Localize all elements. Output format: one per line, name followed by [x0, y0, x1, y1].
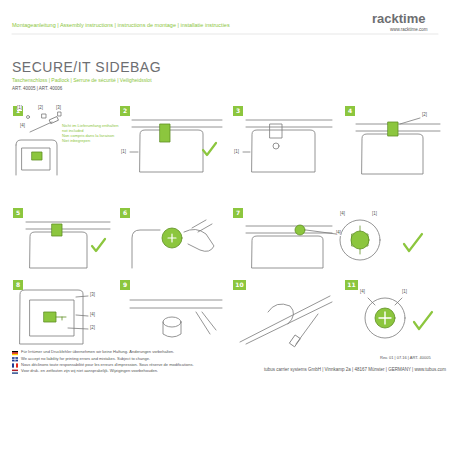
step-number: 8 [16, 282, 20, 288]
step-number-box: 4 [345, 106, 355, 116]
disclaimer-text: We accept no liability for printing erro… [21, 357, 150, 361]
step-number: 11 [347, 282, 355, 288]
step-number: 5 [16, 210, 20, 216]
callout-number: [1] [372, 212, 377, 217]
callout-number: [4] [340, 212, 345, 217]
note-text: Niet inbegrepen [62, 139, 90, 143]
disclaimer-text: Voor druk- en zetfouten zijn wij niet aa… [21, 369, 158, 373]
step-number: 10 [235, 282, 243, 288]
step-number: 4 [348, 108, 352, 114]
brand-logo: racktime [372, 12, 425, 26]
step-number-box: 11 [345, 280, 358, 290]
step-number: 2 [123, 108, 127, 114]
callout-number: [2] [38, 106, 43, 111]
step-number: 6 [123, 210, 127, 216]
note-text: Non compris dans la livraison [62, 134, 114, 138]
disclaimer-text: Nous déclinons toute responsabilité pour… [21, 363, 194, 367]
callout-number: [3] [90, 293, 95, 298]
header-text: Montageanleitung | Assembly instructions… [12, 22, 230, 28]
step-number-box: 5 [13, 208, 23, 218]
callout-number: [3] [56, 106, 61, 111]
callout-number: [1] [234, 150, 239, 155]
step-number-box: 10 [233, 280, 246, 290]
sheet-title: SECURE/IT SIDEBAG [12, 60, 161, 75]
callout-number: [1] [17, 106, 22, 111]
revision-text: Rev. 01 | 07.16 | ART. 40005 [380, 356, 431, 360]
disclaimer-text: Für Irrtümer und Druckfehler übernehmen … [21, 350, 174, 354]
article-number: ART. 40005 | ART. 40006 [12, 87, 62, 92]
step-number-box: 7 [233, 208, 243, 218]
subtitle: Taschenschloss | Padlock | Serrure de sé… [12, 78, 152, 84]
step-number-box: 8 [13, 280, 23, 290]
step-number-box: 2 [120, 106, 130, 116]
step-number: 7 [236, 210, 240, 216]
website: www.racktime.com [390, 28, 428, 33]
callout-number: [1] [402, 290, 407, 295]
step-number-box: 9 [120, 280, 130, 290]
note-text: not included [62, 129, 84, 133]
callout-number: [4] [90, 313, 95, 318]
callout-number: [4] [360, 290, 365, 295]
callout-number: [2] [90, 326, 95, 331]
step-number-box: 3 [233, 106, 243, 116]
callout-number: [4] [20, 124, 25, 129]
step-number: 9 [123, 282, 127, 288]
callout-number: [2] [422, 113, 427, 118]
note-text: Nicht im Lieferumfang enthalten [62, 124, 118, 128]
company-address: tubus carrier systems GmbH | Vinnkamp 2a… [264, 368, 446, 373]
step-number-box: 6 [120, 208, 130, 218]
callout-number: [4] [336, 231, 341, 236]
callout-number: [1] [121, 150, 126, 155]
step-number: 3 [236, 108, 240, 114]
